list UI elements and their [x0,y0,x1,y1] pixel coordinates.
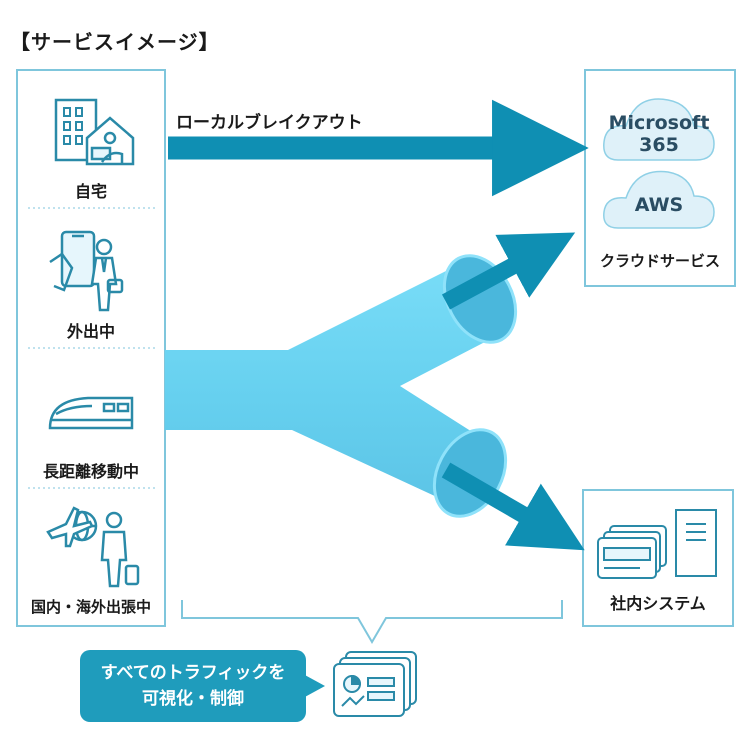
location-label-outside: 外出中 [66,322,115,341]
bracket [181,600,563,644]
location-label-long-distance: 長距離移動中 [42,462,139,481]
smartphone-walker-icon [49,230,124,312]
location-label-home: 自宅 [74,182,107,201]
location-label-business-trip: 国内・海外出張中 [30,598,151,616]
local-breakout-label: ローカルブレイクアウト [176,113,363,133]
panel-dividers [28,207,155,489]
cloud-icon [603,170,715,229]
home-office-icon [54,98,135,166]
airplane-globe-traveler-icon [46,506,140,588]
internal-system-label: 社内システム [610,594,706,613]
cloud-icon [603,98,715,161]
bullet-train-icon [48,396,134,430]
callout-pointer [303,674,325,698]
callout-line-2: 可視化・制御 [142,689,244,709]
server-window-icon [597,509,717,579]
cloud-services-label: クラウドサービス [599,252,720,270]
arrows [168,99,589,551]
cloud-service-name-aws: AWS [634,194,684,216]
cloud-service-name-microsoft365: Microsoft 365 [608,112,710,156]
page-title: 【サービスイメージ】 [10,30,220,54]
cloud-arrow [441,232,576,310]
traffic-visibility-callout: すべてのトラフィックを 可視化・制御 [80,650,306,722]
internal-system-arrow [441,462,585,551]
dashboard-documents-icon [333,651,417,717]
callout-line-1: すべてのトラフィックを [100,663,286,683]
